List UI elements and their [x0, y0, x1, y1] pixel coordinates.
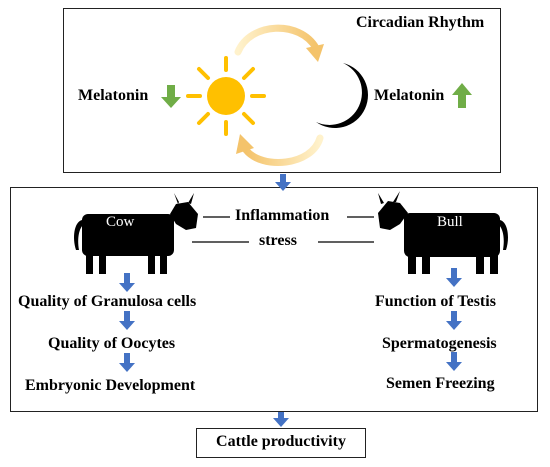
melatonin-up-arrow-icon — [452, 83, 472, 108]
cow-chain-item-granulosa: Quality of Granulosa cells — [18, 293, 197, 310]
arrow-cow-to-granulosa — [119, 273, 135, 292]
arrow-top-to-middle — [275, 174, 291, 191]
melatonin-left-label: Melatonin — [78, 87, 149, 104]
stress-label: stress — [259, 232, 297, 249]
inflammation-label: Inflammation — [235, 207, 330, 224]
cow-icon — [74, 193, 198, 274]
melatonin-right-label: Melatonin — [374, 87, 445, 104]
cow-chain-item-oocytes: Quality of Oocytes — [48, 335, 176, 352]
cow-chain-item-embryo: Embryonic Development — [25, 377, 196, 394]
melatonin-down-arrow-icon — [161, 85, 181, 108]
arrow-spermatogenesis-to-semen — [446, 352, 462, 371]
arrow-bull-to-testis — [446, 268, 462, 287]
circadian-rhythm-title: Circadian Rhythm — [356, 14, 485, 31]
productivity-box — [196, 428, 366, 458]
cycle-arrow-bottom — [236, 134, 324, 166]
arrow-granulosa-to-oocytes — [119, 311, 135, 330]
moon-icon — [316, 63, 368, 129]
bull-chain-item-testis: Function of Testis — [375, 293, 496, 310]
connector-lines — [192, 216, 374, 243]
bull-label: Bull — [437, 214, 463, 230]
cattle-productivity-label: Cattle productivity — [216, 433, 346, 450]
arrow-middle-to-productivity — [273, 412, 289, 427]
circadian-panel — [63, 8, 501, 173]
bull-chain-item-spermatogenesis: Spermatogenesis — [382, 335, 497, 352]
arrow-oocytes-to-embryo — [119, 353, 135, 372]
cycle-arrow-top — [234, 24, 324, 62]
bull-chain-item-semen: Semen Freezing — [386, 375, 495, 392]
arrow-testis-to-spermatogenesis — [446, 311, 462, 330]
bull-icon — [378, 191, 508, 274]
sun-icon — [186, 56, 266, 136]
cow-label: Cow — [106, 214, 135, 230]
